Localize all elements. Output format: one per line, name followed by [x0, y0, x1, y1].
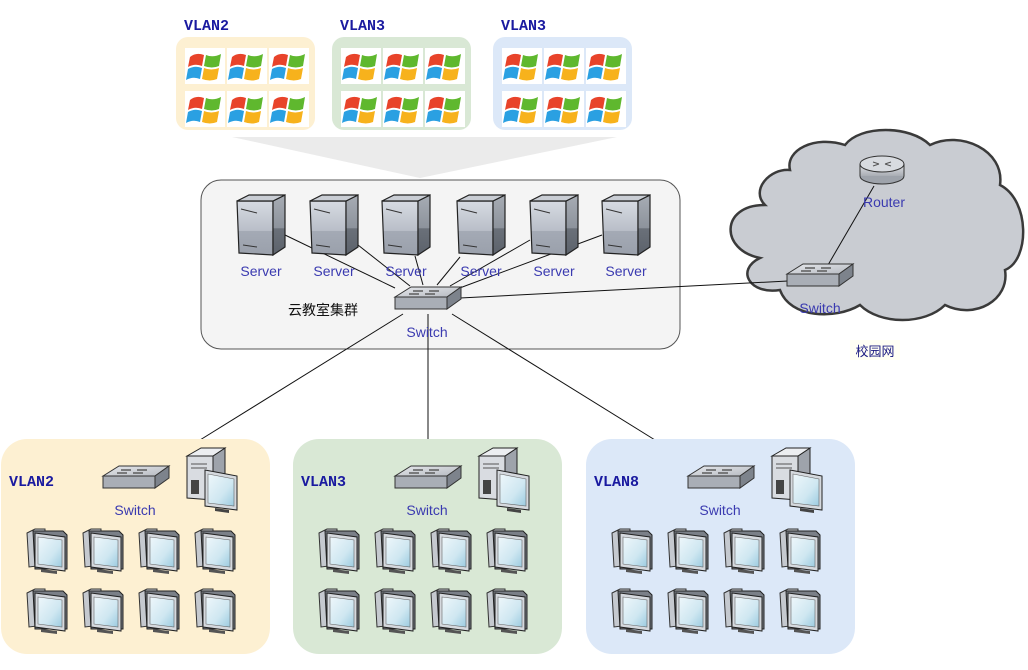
- access-switch-icon[interactable]: [687, 465, 755, 489]
- windows-logo-icon[interactable]: [269, 91, 309, 127]
- link-cluster-campus: [459, 280, 789, 299]
- server-label: Server: [385, 263, 427, 279]
- server-label: Server: [240, 263, 282, 279]
- router-label: Router: [863, 194, 905, 210]
- router-icon[interactable]: [859, 155, 905, 185]
- windows-logo-icon[interactable]: [544, 48, 584, 84]
- vlan-label: VLAN3: [301, 474, 346, 491]
- server-node[interactable]: Server: [309, 194, 359, 279]
- server-row: Server Server Server Server Server Server: [236, 194, 651, 279]
- access-switch-label: Switch: [699, 502, 740, 518]
- link-server4-switch: [436, 256, 461, 286]
- vlan-label: VLAN3: [501, 18, 546, 35]
- link-server1-switch: [284, 234, 396, 289]
- windows-logo-icon[interactable]: [185, 48, 225, 84]
- server-icon[interactable]: [529, 194, 579, 256]
- server-label: Server: [460, 263, 502, 279]
- windows-logo-icon[interactable]: [502, 48, 542, 84]
- link-server5-switch: [449, 239, 531, 287]
- windows-logo-icon[interactable]: [425, 48, 465, 84]
- top-vlan-group: VLAN3: [332, 18, 471, 130]
- link-server3-switch: [414, 255, 424, 286]
- windows-logo-icon[interactable]: [544, 91, 584, 127]
- link-switch-vlan2: [199, 313, 404, 441]
- server-label: Server: [313, 263, 355, 279]
- windows-logo-icon[interactable]: [383, 91, 423, 127]
- windows-logo-icon[interactable]: [269, 48, 309, 84]
- server-label: Server: [533, 263, 575, 279]
- campus-switch-icon[interactable]: [786, 263, 854, 287]
- server-icon[interactable]: [381, 194, 431, 256]
- windows-logo-icon[interactable]: [425, 91, 465, 127]
- core-switch-label: Switch: [406, 324, 447, 340]
- server-label: Server: [605, 263, 647, 279]
- windows-logo-icon[interactable]: [227, 91, 267, 127]
- vlan-label: VLAN8: [594, 474, 639, 491]
- server-node[interactable]: Server: [456, 194, 506, 279]
- link-switch-vlan8: [451, 313, 656, 441]
- windows-logo-icon[interactable]: [586, 91, 626, 127]
- windows-logo-icon[interactable]: [341, 48, 381, 84]
- windows-logo-icon[interactable]: [383, 48, 423, 84]
- top-vlan-group: VLAN2: [176, 18, 315, 130]
- link-server2-switch: [357, 244, 411, 287]
- cluster-label: 云教室集群: [288, 302, 358, 319]
- access-switch-label: Switch: [114, 502, 155, 518]
- campus-label: 校园网: [855, 344, 894, 360]
- server-node[interactable]: Server: [236, 194, 286, 279]
- windows-logo-icon[interactable]: [341, 91, 381, 127]
- link-campus-switch-router: [827, 185, 875, 266]
- vlan-label: VLAN2: [184, 18, 229, 35]
- campus-switch-label: Switch: [799, 300, 840, 316]
- server-icon[interactable]: [236, 194, 286, 256]
- aggregation-funnel: [232, 137, 617, 178]
- access-switch-icon[interactable]: [102, 465, 170, 489]
- server-icon[interactable]: [456, 194, 506, 256]
- access-switch-icon[interactable]: [394, 465, 462, 489]
- top-vlan-groups: VLAN2 VLAN3 VLAN3: [176, 18, 632, 130]
- server-node[interactable]: Server: [529, 194, 579, 279]
- windows-logo-icon[interactable]: [227, 48, 267, 84]
- network-links: [199, 185, 875, 441]
- windows-logo-icon[interactable]: [586, 48, 626, 84]
- windows-logo-icon[interactable]: [502, 91, 542, 127]
- server-node[interactable]: Server: [601, 194, 651, 279]
- server-icon[interactable]: [601, 194, 651, 256]
- access-switch-label: Switch: [406, 502, 447, 518]
- campus-label-bg: [850, 340, 900, 360]
- top-vlan-group: VLAN3: [493, 18, 632, 130]
- vlan-label: VLAN2: [9, 474, 54, 491]
- server-node[interactable]: Server: [381, 194, 431, 279]
- vlan-label: VLAN3: [340, 18, 385, 35]
- windows-logo-icon[interactable]: [185, 91, 225, 127]
- server-icon[interactable]: [309, 194, 359, 256]
- core-switch-icon[interactable]: [394, 286, 462, 310]
